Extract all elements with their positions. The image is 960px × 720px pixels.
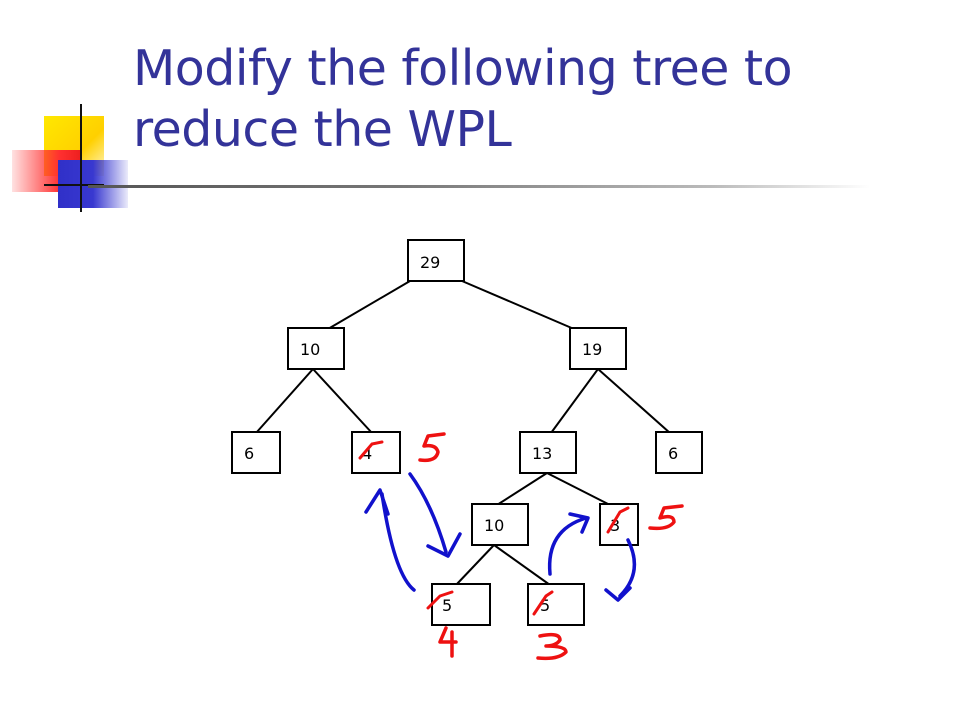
decor-vertical-line — [80, 104, 82, 212]
tree-node-6-right: 6 — [655, 431, 703, 474]
tree-node-10-left: 10 — [287, 327, 345, 370]
node-box — [407, 239, 465, 282]
tree-node-root: 29 — [407, 239, 465, 282]
red-annotations — [418, 432, 684, 661]
tree-node-19: 19 — [569, 327, 627, 370]
arrow-5b-to-3-head — [568, 512, 590, 534]
node-label: 5 — [442, 596, 452, 615]
arrow-3-to-5b-head — [604, 586, 632, 602]
tree-node-5-right: 5 — [527, 583, 585, 626]
node-label: 29 — [420, 253, 440, 272]
node-box — [519, 431, 577, 474]
node-box — [527, 583, 585, 626]
tree-node-6-left: 6 — [231, 431, 281, 474]
node-box — [471, 503, 529, 546]
node-label: 6 — [244, 444, 254, 463]
node-label: 6 — [668, 444, 678, 463]
tree-node-10-inner: 10 — [471, 503, 529, 546]
annotation-5-by-4 — [418, 432, 446, 463]
edge-29-19 — [461, 280, 575, 330]
node-label: 10 — [300, 340, 320, 359]
edge-10-4 — [312, 368, 373, 434]
tree-node-4: 4 — [351, 431, 401, 474]
arrow-4-to-5 — [408, 472, 448, 554]
strike-3 — [606, 506, 630, 534]
arrow-3-to-5b — [618, 538, 637, 598]
node-box — [231, 431, 281, 474]
annotation-4-under-5 — [438, 626, 458, 658]
node-box — [431, 583, 491, 626]
edge-10-6 — [255, 368, 314, 434]
blue-arrows — [364, 472, 637, 602]
strike-5-right — [532, 590, 554, 616]
tree-node-13: 13 — [519, 431, 577, 474]
node-box — [569, 327, 627, 370]
slide-title: Modify the following tree to reduce the … — [133, 38, 933, 160]
title-underline — [88, 185, 870, 188]
edge-10-5 — [455, 544, 495, 586]
decor-horizontal-line — [44, 184, 104, 186]
edge-13-10 — [496, 472, 548, 506]
node-label: 3 — [610, 516, 620, 535]
node-box — [351, 431, 401, 474]
arrow-4-to-5-head — [426, 532, 462, 558]
slide-title-line-1: Modify the following tree to — [133, 40, 793, 97]
tree-node-3: 3 — [599, 503, 639, 546]
edge-19-6 — [597, 368, 671, 434]
strike-5-left — [426, 590, 454, 610]
node-label: 10 — [484, 516, 504, 535]
node-label: 4 — [362, 444, 372, 463]
arrow-5-to-4 — [380, 492, 416, 592]
edge-13-3 — [546, 472, 611, 506]
edge-10-5b — [493, 544, 551, 586]
arrow-5-to-4-head — [364, 488, 390, 516]
red-strikes — [358, 440, 630, 616]
node-label: 13 — [532, 444, 552, 463]
edge-29-10 — [327, 280, 411, 330]
node-label: 5 — [540, 596, 550, 615]
annotation-5-by-3 — [648, 504, 684, 531]
annotation-3-under-5 — [536, 632, 568, 661]
strike-4 — [358, 440, 384, 460]
arrow-5b-to-3 — [547, 516, 588, 576]
node-box — [655, 431, 703, 474]
tree-edges — [255, 280, 671, 586]
node-label: 19 — [582, 340, 602, 359]
tree-node-5-left: 5 — [431, 583, 491, 626]
slide-title-line-2: reduce the WPL — [133, 101, 512, 158]
edge-19-13 — [550, 368, 599, 434]
node-box — [287, 327, 345, 370]
